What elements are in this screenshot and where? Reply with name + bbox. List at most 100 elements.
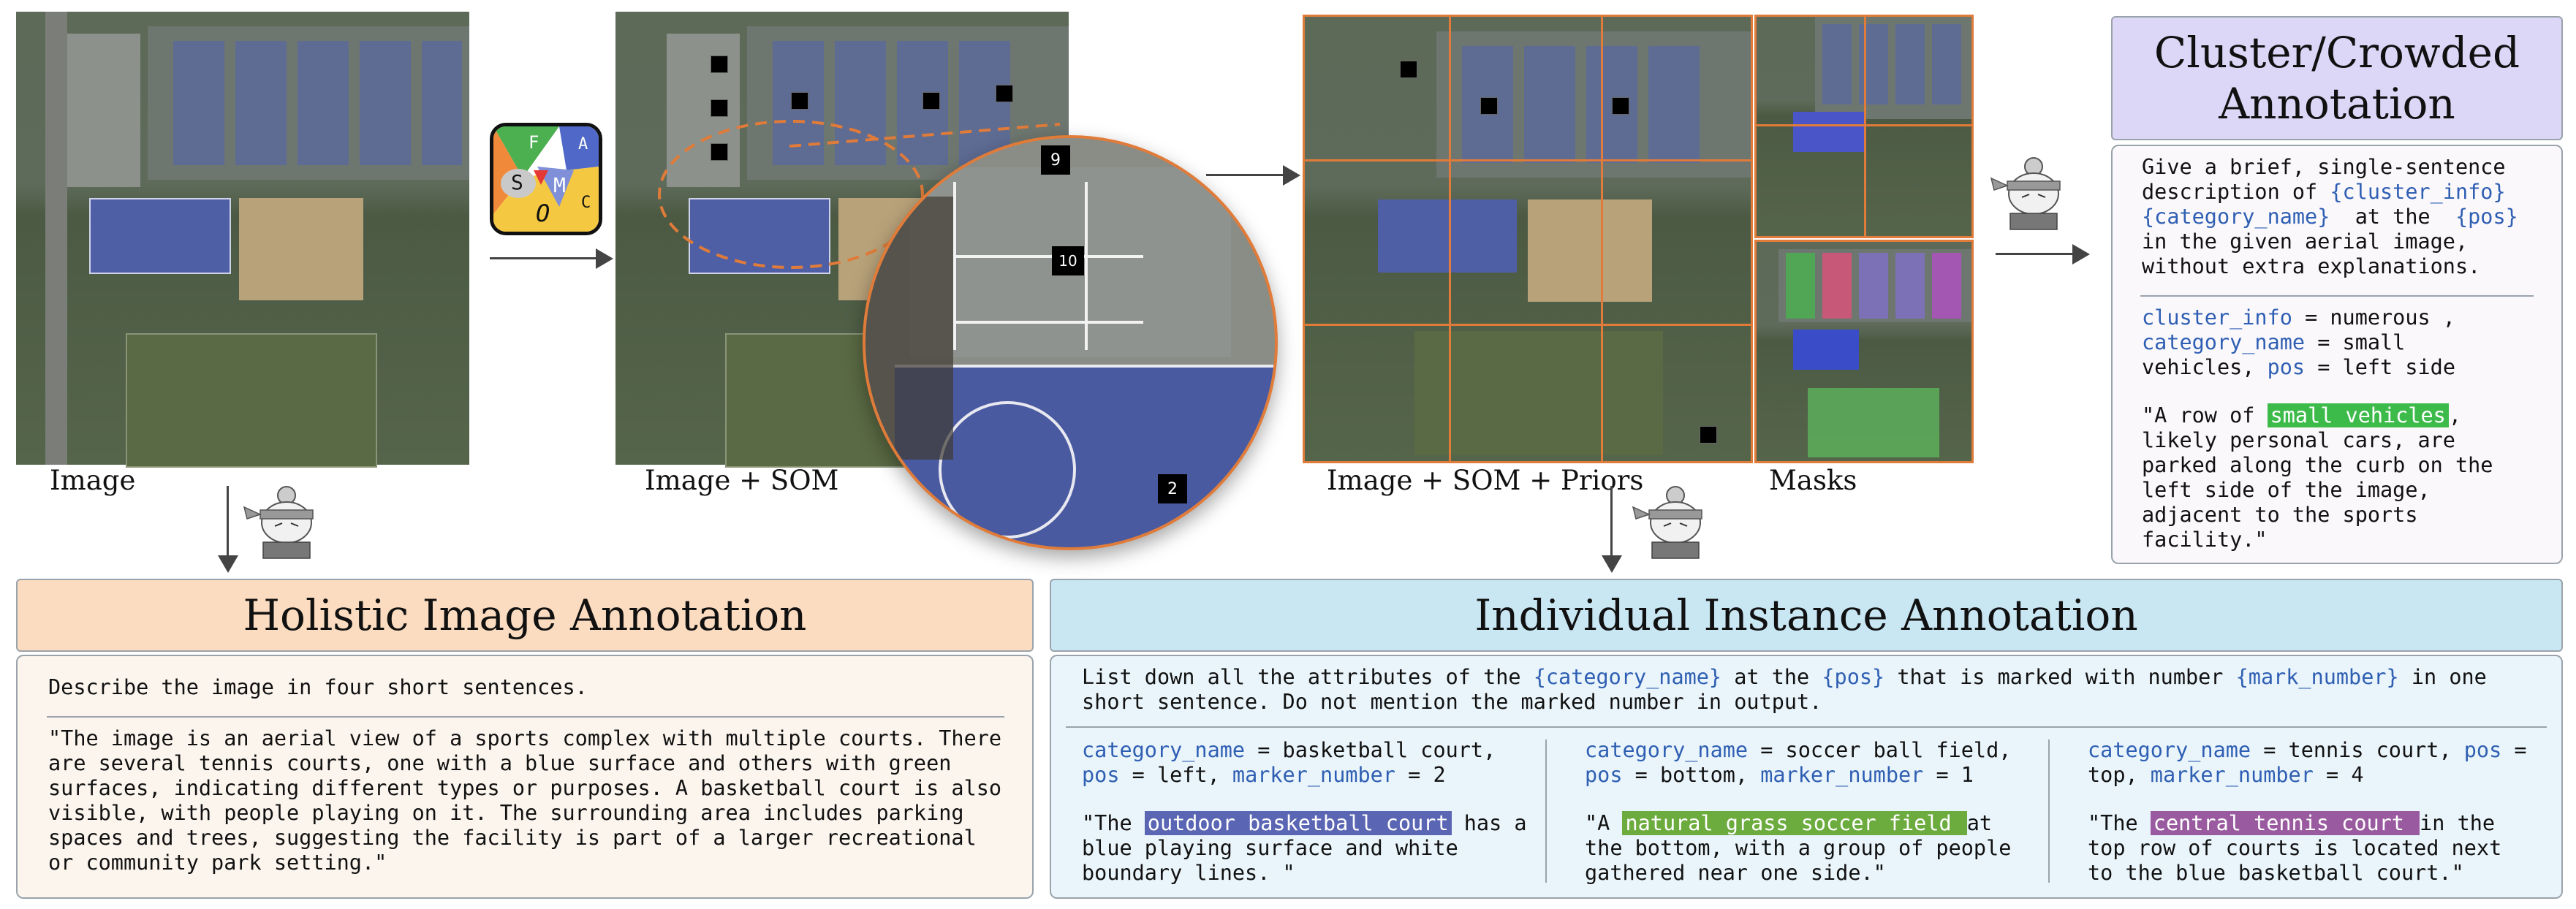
example-answer: "A natural grass soccer field at bbox=[1585, 811, 1992, 836]
keyword: {mark_number} bbox=[2235, 665, 2399, 689]
holistic-panel-header: Holistic Image Annotation bbox=[16, 579, 1034, 652]
cluster-answer-line: adjacent to the sports bbox=[2142, 503, 2418, 527]
prompt-text: List down all the attributes of the bbox=[1082, 665, 1534, 689]
param-value: = 1 bbox=[1923, 763, 1974, 787]
playground bbox=[239, 198, 363, 300]
keyword: marker_number bbox=[1232, 763, 1395, 787]
example-answer-line: top row of courts is located next bbox=[2088, 836, 2502, 860]
tennis-court bbox=[360, 41, 411, 165]
individual-prompt-line: short sentence. Do not mention the marke… bbox=[1082, 690, 1822, 714]
keyword: marker_number bbox=[2150, 763, 2314, 787]
answer-text: , bbox=[2448, 403, 2461, 427]
column-divider bbox=[1545, 739, 1547, 883]
tennis-court-mask bbox=[1895, 24, 1925, 104]
cluster-panel-body: Give a brief, single-sentence descriptio… bbox=[2111, 145, 2563, 564]
tennis-court bbox=[1524, 46, 1575, 163]
holistic-answer-line: surfaces, indicating different types or … bbox=[48, 776, 1002, 800]
individual-title: Individual Instance Annotation bbox=[1474, 590, 2138, 640]
annotator-icon bbox=[1990, 157, 2061, 230]
column-divider bbox=[2048, 739, 2050, 883]
som-marker bbox=[1400, 61, 1417, 78]
answer-text: "A bbox=[1585, 811, 1623, 835]
caption-masks: Masks bbox=[1769, 465, 1857, 496]
soccer-field-mask bbox=[1808, 388, 1939, 457]
parking-lot bbox=[67, 34, 140, 187]
answer-text: "A row of bbox=[2142, 403, 2268, 427]
basketball-court bbox=[1378, 199, 1517, 273]
individual-panel-header: Individual Instance Annotation bbox=[1050, 579, 2563, 652]
tennis-court bbox=[422, 41, 462, 165]
param-value: = small bbox=[2305, 330, 2406, 354]
som-priors-image bbox=[1303, 15, 1753, 463]
annotator-icon bbox=[243, 486, 314, 559]
arrowhead-right bbox=[596, 248, 613, 269]
tennis-court bbox=[835, 41, 886, 165]
caption-image: Image bbox=[50, 465, 136, 496]
param-value: top, bbox=[2088, 763, 2151, 787]
arrowhead-down bbox=[218, 555, 238, 573]
tennis-court-mask bbox=[1859, 253, 1888, 319]
mask-image-bottom bbox=[1754, 240, 1974, 463]
keyword: {pos} bbox=[2455, 205, 2518, 229]
holistic-answer-line: spaces and trees, suggesting the facilit… bbox=[48, 826, 977, 850]
annotator-icon bbox=[1632, 486, 1702, 559]
tennis-court-mask bbox=[1932, 24, 1961, 104]
answer-text: in the bbox=[2420, 811, 2496, 835]
cluster-title-line: Annotation bbox=[2219, 79, 2455, 129]
example-answer: "The outdoor basketball court has a bbox=[1082, 811, 1527, 836]
caption-image-som: Image + SOM bbox=[645, 465, 839, 496]
aerial-image bbox=[16, 12, 469, 468]
param-value: = numerous , bbox=[2292, 305, 2455, 330]
keyword: category_name bbox=[1585, 738, 1749, 762]
cluster-answer-line: parked along the curb on the bbox=[2142, 453, 2493, 477]
cluster-prompt-line: Give a brief, single-sentence bbox=[2142, 155, 2506, 179]
holistic-answer-line: are several tennis courts, one with a bl… bbox=[48, 751, 952, 775]
keyword: {cluster_info} bbox=[2330, 180, 2506, 204]
arrow-right bbox=[1996, 253, 2076, 255]
keyword: pos bbox=[2267, 355, 2306, 379]
som-marker bbox=[1480, 97, 1498, 115]
caption-image-som-priors: Image + SOM + Priors bbox=[1327, 465, 1644, 496]
grid-line-v bbox=[1601, 17, 1603, 461]
keyword: cluster_info bbox=[2142, 305, 2292, 330]
zoom-circle: 9 10 2 bbox=[863, 135, 1278, 550]
holistic-panel-body: Describe the image in four short sentenc… bbox=[16, 655, 1034, 899]
soccer-field bbox=[1414, 331, 1663, 455]
param-value: = basketball court, bbox=[1245, 738, 1496, 762]
keyword: {pos} bbox=[1822, 665, 1885, 689]
cluster-param: cluster_info = numerous , bbox=[2142, 305, 2455, 330]
cluster-title-line: Cluster/Crowded bbox=[2153, 28, 2520, 77]
param-value: = left side bbox=[2305, 355, 2455, 379]
separator bbox=[2140, 295, 2534, 297]
answer-text: has a bbox=[1451, 811, 1527, 835]
zoom-marker: 2 bbox=[1158, 474, 1187, 503]
zoom-marker: 10 bbox=[1052, 246, 1084, 275]
param-value: = 2 bbox=[1395, 763, 1446, 787]
keyword: category_name bbox=[1082, 738, 1246, 762]
highlight: outdoor basketball court bbox=[1144, 811, 1452, 835]
zoom-court-line bbox=[1085, 182, 1088, 350]
som-letter: A bbox=[578, 135, 588, 153]
arrowhead-right bbox=[2072, 244, 2090, 265]
som-letter: S bbox=[511, 170, 523, 194]
example-param: category_name = basketball court, bbox=[1082, 738, 1496, 763]
answer-text: at bbox=[1966, 811, 1993, 835]
example-param: pos = left, marker_number = 2 bbox=[1082, 763, 1446, 788]
prompt-text: in one bbox=[2398, 665, 2487, 689]
tennis-court bbox=[173, 41, 224, 165]
param-value: = tennis court, bbox=[2251, 738, 2464, 762]
mask-image-top bbox=[1754, 15, 1974, 238]
cluster-answer-line: likely personal cars, are bbox=[2142, 428, 2455, 452]
highlight: central tennis court bbox=[2150, 811, 2420, 835]
som-marker bbox=[791, 92, 808, 110]
zoom-court-line bbox=[953, 182, 956, 350]
prompt-text: at the bbox=[1721, 665, 1822, 689]
answer-text: "The bbox=[2088, 811, 2151, 835]
keyword: pos bbox=[1082, 763, 1120, 787]
example-answer: "The central tennis court in the bbox=[2088, 811, 2495, 836]
playground bbox=[1528, 199, 1652, 302]
arrow-down bbox=[227, 486, 229, 563]
grid-line-v bbox=[1449, 17, 1451, 461]
keyword: {category_name} bbox=[2142, 205, 2330, 229]
arrow-down bbox=[1610, 486, 1613, 563]
